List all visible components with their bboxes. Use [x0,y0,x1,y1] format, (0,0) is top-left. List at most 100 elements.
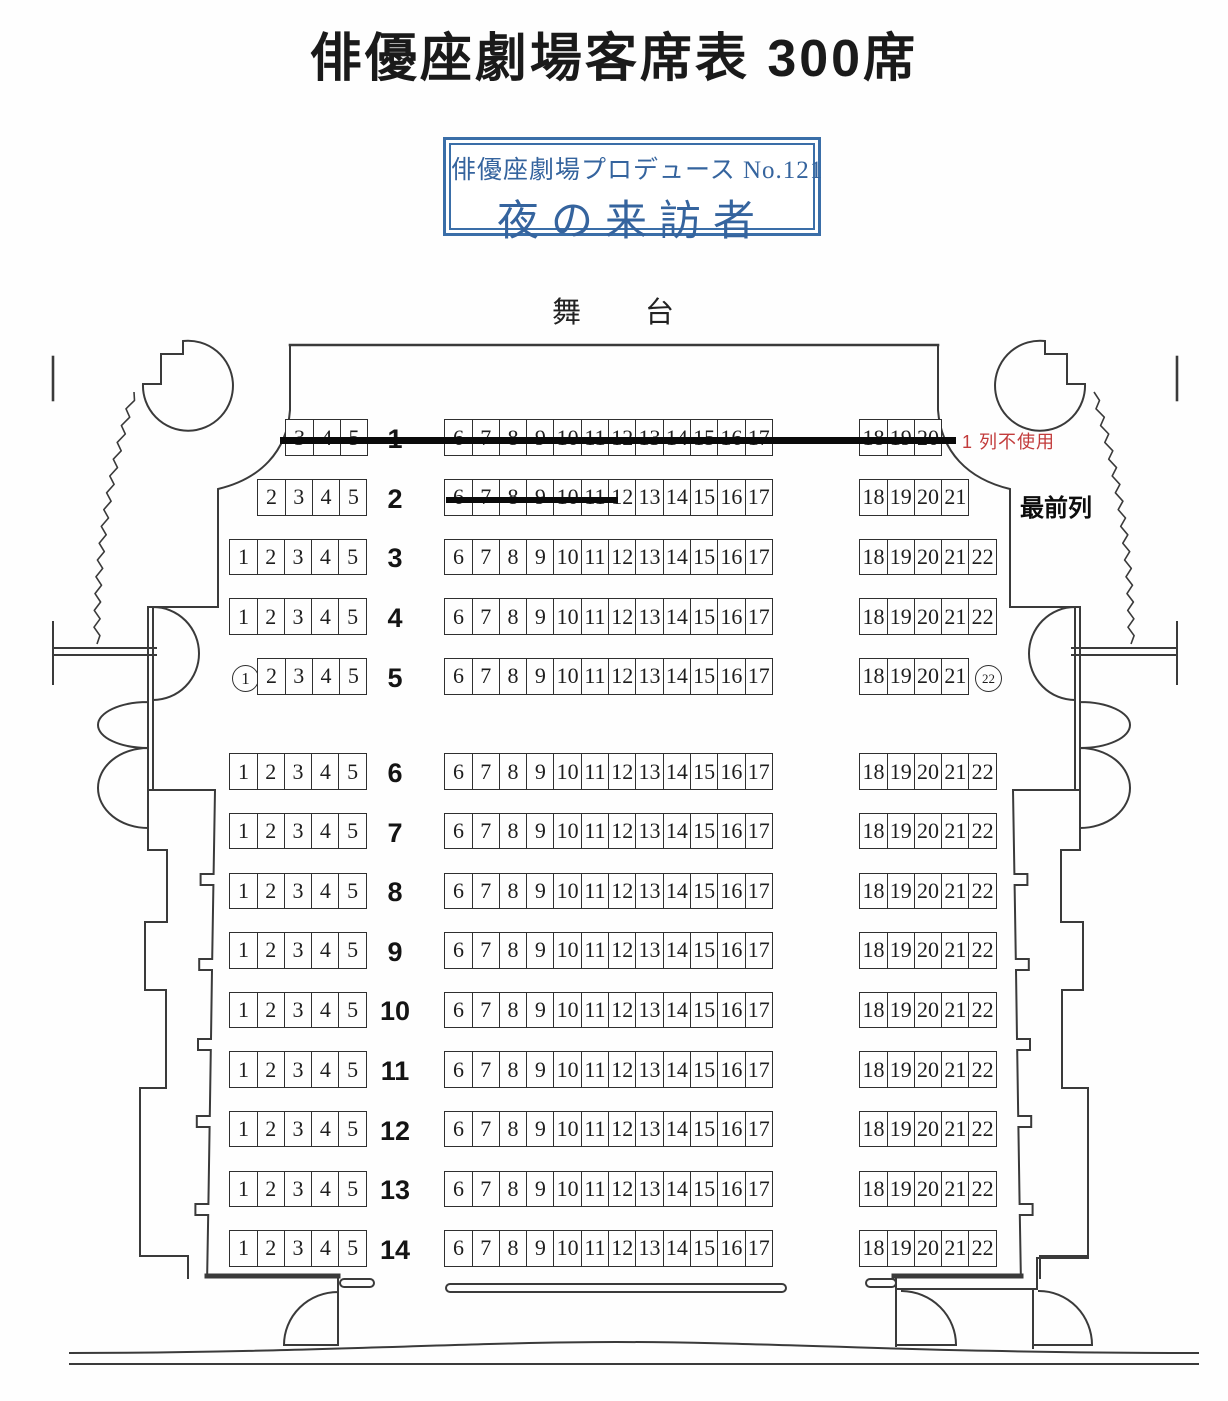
seat-r12-15[interactable]: 15 [689,1111,717,1147]
seat-r8-6[interactable]: 6 [452,877,464,903]
seat-r3-3[interactable]: 3 [283,539,311,575]
seat-r11-20[interactable]: 20 [913,1052,941,1087]
seat-r11-21[interactable]: 21 [941,1052,968,1087]
seat-r7-10[interactable]: 10 [553,813,580,849]
seat-r5-17[interactable]: 17 [744,659,772,694]
seat-r4-12[interactable]: 12 [608,599,635,634]
seat-r4-13[interactable]: 13 [635,599,662,634]
seat-r3-7[interactable]: 7 [471,539,499,575]
seat-r7-14[interactable]: 14 [662,813,690,849]
seat-r4-19[interactable]: 19 [886,599,914,634]
seat-r7-8[interactable]: 8 [498,813,526,849]
seat-r14-3[interactable]: 3 [283,1231,311,1266]
seat-r3-12[interactable]: 12 [608,539,635,575]
seat-r6-4[interactable]: 4 [311,754,338,789]
seat-r12-7[interactable]: 7 [471,1111,499,1147]
seat-r12-11[interactable]: 11 [580,1111,608,1147]
seat-r11-6[interactable]: 6 [452,1056,464,1082]
seat-r6-10[interactable]: 10 [553,754,580,789]
seat-r7-9[interactable]: 9 [526,813,553,849]
seat-r14-1[interactable]: 1 [237,1235,249,1261]
seat-r8-2[interactable]: 2 [256,873,284,909]
seat-r6-18[interactable]: 18 [862,758,885,784]
seat-r5-9[interactable]: 9 [526,659,553,694]
seat-r10-4[interactable]: 4 [311,992,338,1028]
seat-r4-20[interactable]: 20 [913,599,941,634]
seat-r6-11[interactable]: 11 [580,754,608,789]
seat-r10-7[interactable]: 7 [471,992,499,1028]
seat-r9-11[interactable]: 11 [580,933,608,968]
seat-r9-5[interactable]: 5 [338,933,365,968]
seat-r9-22[interactable]: 22 [968,933,995,968]
seat-r6-1[interactable]: 1 [237,758,249,784]
seat-r6-16[interactable]: 16 [717,754,744,789]
seat-r12-8[interactable]: 8 [498,1111,526,1147]
seat-r8-11[interactable]: 11 [580,873,608,909]
seat-r2-21[interactable]: 21 [941,480,968,515]
seat-r10-2[interactable]: 2 [256,992,284,1028]
seat-r8-7[interactable]: 7 [471,873,499,909]
seat-r8-12[interactable]: 12 [608,873,635,909]
seat-r11-10[interactable]: 10 [553,1052,580,1087]
seat-r9-18[interactable]: 18 [862,937,885,963]
seat-r10-12[interactable]: 12 [608,992,635,1028]
seat-r11-16[interactable]: 16 [717,1052,744,1087]
seat-r10-10[interactable]: 10 [553,992,580,1028]
seat-r12-21[interactable]: 21 [941,1111,968,1147]
seat-r14-16[interactable]: 16 [717,1231,744,1266]
seat-r10-18[interactable]: 18 [862,996,885,1022]
seat-r3-13[interactable]: 13 [635,539,662,575]
seat-r12-12[interactable]: 12 [608,1111,635,1147]
seat-r7-19[interactable]: 19 [886,813,914,849]
seat-r3-20[interactable]: 20 [913,539,941,575]
seat-r2-3[interactable]: 3 [284,480,312,515]
seat-r10-1[interactable]: 1 [237,996,249,1022]
seat-r10-14[interactable]: 14 [662,992,690,1028]
seat-r2-20[interactable]: 20 [913,480,941,515]
seat-r8-13[interactable]: 13 [635,873,662,909]
seat-r5-7[interactable]: 7 [471,659,499,694]
seat-r9-6[interactable]: 6 [452,937,464,963]
seat-r6-22[interactable]: 22 [968,754,995,789]
seat-r14-14[interactable]: 14 [662,1231,690,1266]
seat-r11-17[interactable]: 17 [744,1052,772,1087]
seat-r8-9[interactable]: 9 [526,873,553,909]
seat-r11-22[interactable]: 22 [968,1052,995,1087]
seat-r8-18[interactable]: 18 [862,877,885,903]
seat-r9-21[interactable]: 21 [941,933,968,968]
seat-r11-3[interactable]: 3 [283,1052,311,1087]
seat-r8-16[interactable]: 16 [717,873,744,909]
seat-r2-19[interactable]: 19 [886,480,914,515]
seat-r7-6[interactable]: 6 [452,818,464,844]
seat-r3-5[interactable]: 5 [338,539,365,575]
seat-r9-2[interactable]: 2 [256,933,284,968]
seat-r10-6[interactable]: 6 [452,996,464,1022]
seat-r13-11[interactable]: 11 [580,1171,608,1207]
seat-r12-3[interactable]: 3 [283,1111,311,1147]
seat-r13-18[interactable]: 18 [862,1175,885,1201]
seat-r10-22[interactable]: 22 [968,992,995,1028]
seat-r3-18[interactable]: 18 [862,543,885,569]
seat-r9-1[interactable]: 1 [237,937,249,963]
seat-r14-10[interactable]: 10 [553,1231,580,1266]
seat-r4-22[interactable]: 22 [968,599,995,634]
seat-r13-19[interactable]: 19 [886,1171,914,1207]
seat-r13-13[interactable]: 13 [635,1171,662,1207]
seat-r3-22[interactable]: 22 [968,539,995,575]
seat-r13-7[interactable]: 7 [471,1171,499,1207]
seat-r13-9[interactable]: 9 [526,1171,553,1207]
seat-r6-17[interactable]: 17 [744,754,772,789]
seat-r11-13[interactable]: 13 [635,1052,662,1087]
seat-r5-3[interactable]: 3 [284,659,312,694]
seat-r14-4[interactable]: 4 [311,1231,338,1266]
seat-r9-7[interactable]: 7 [471,933,499,968]
seat-r3-8[interactable]: 8 [498,539,526,575]
seat-r9-13[interactable]: 13 [635,933,662,968]
seat-r11-8[interactable]: 8 [498,1052,526,1087]
seat-r14-21[interactable]: 21 [941,1231,968,1266]
seat-r5-6[interactable]: 6 [452,663,464,689]
seat-r9-20[interactable]: 20 [913,933,941,968]
seat-r7-22[interactable]: 22 [968,813,995,849]
seat-r11-15[interactable]: 15 [689,1052,717,1087]
seat-r4-11[interactable]: 11 [580,599,608,634]
